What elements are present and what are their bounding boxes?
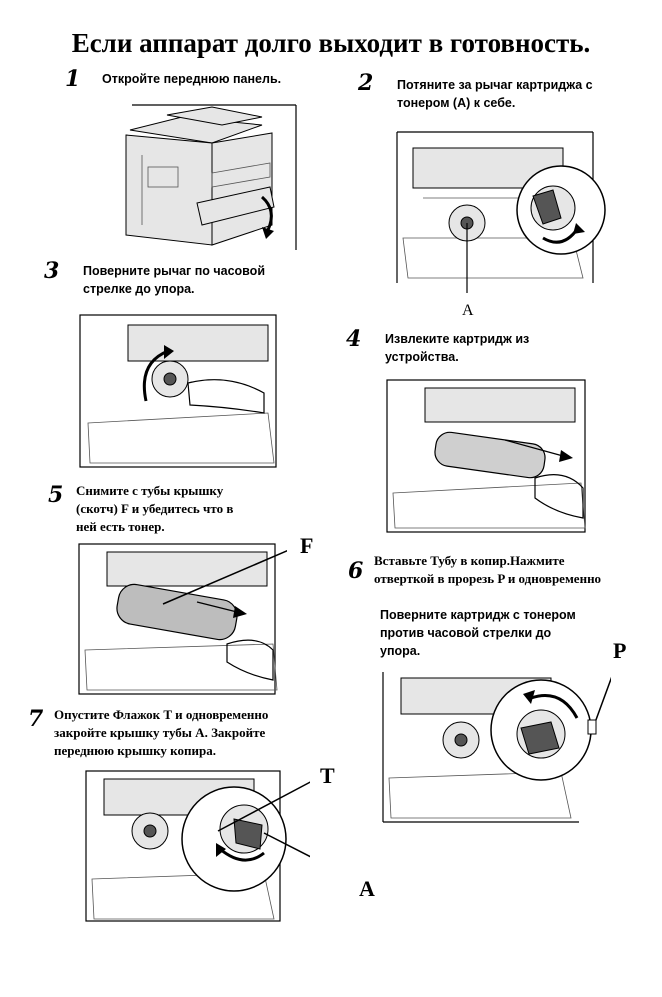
step-4-line-1: Извлеките картридж из <box>385 332 530 346</box>
step-5-number: 5 <box>48 482 64 508</box>
label-t: T <box>320 763 335 788</box>
step-7-line-1: Опустите Флажок T и одновременно <box>54 707 269 722</box>
step-4-text: Извлеките картридж из устройства. <box>385 330 529 366</box>
step-2-number: 2 <box>358 70 374 96</box>
page-title: Если аппарат долго выходит в готовность. <box>71 28 591 58</box>
figure-2-lever <box>396 131 606 293</box>
step-7-line-2: закройте крышку тубы A. Закройте <box>54 725 266 740</box>
figure-3-rotate <box>79 314 277 468</box>
step-3-text: Поверните рычаг по часовой стрелке до уп… <box>83 262 265 298</box>
figure-6-rotate <box>382 672 611 823</box>
figure-5-tube <box>78 543 287 695</box>
step-5-line-1: Снимите с тубы крышку <box>76 483 224 498</box>
step-6-text: Вставьте Тубу в копир.Нажмите отверткой … <box>374 552 601 588</box>
figure-1-copier <box>125 104 297 250</box>
label-f: F <box>300 533 314 558</box>
step-6-line-2: отверткой в прорезь P и одновременно <box>374 571 602 586</box>
step-3-line-1: Поверните рычаг по часовой <box>83 264 266 278</box>
step-4-number: 4 <box>346 326 362 352</box>
label-a-step2: A <box>462 302 474 319</box>
step-2-text: Потяните за рычаг картриджа с тонером (A… <box>397 76 593 112</box>
step-3-line-2: стрелке до упора. <box>83 282 195 296</box>
step-6-number: 6 <box>348 558 364 584</box>
step-4-line-2: устройства. <box>385 350 459 364</box>
step-6-extra-line-2: против часовой стрелки до <box>380 626 552 640</box>
figure-4-remove <box>386 379 586 533</box>
step-6-extra-line-3: упора. <box>380 644 421 658</box>
step-6-extra-line-1: Поверните картридж с тонером <box>380 608 576 622</box>
step-7-line-3: переднюю крышку копира. <box>54 743 216 758</box>
step-1-line-1: Откройте переднюю панель. <box>102 72 282 86</box>
step-7-number: 7 <box>28 706 44 732</box>
label-a-step7: A <box>359 876 375 901</box>
step-2-line-2: тонером (A) к себе. <box>397 96 516 110</box>
step-7-text: Опустите Флажок T и одновременно закройт… <box>54 706 268 760</box>
step-6-extra: Поверните картридж с тонером против часо… <box>380 606 576 660</box>
step-1-number: 1 <box>65 66 81 92</box>
step-2-line-1: Потяните за рычаг картриджа с <box>397 78 593 92</box>
figure-7-close <box>85 770 310 922</box>
step-1-text: Откройте переднюю панель. <box>102 70 281 88</box>
step-5-text: Снимите с тубы крышку (скотч) F и убедит… <box>76 482 233 536</box>
step-3-number: 3 <box>44 258 60 284</box>
step-5-line-2: (скотч) F и убедитесь что в <box>76 501 234 516</box>
step-6-line-1: Вставьте Тубу в копир.Нажмите <box>374 553 565 568</box>
step-5-line-3: ней есть тонер. <box>76 519 165 534</box>
label-p: P <box>613 638 627 663</box>
